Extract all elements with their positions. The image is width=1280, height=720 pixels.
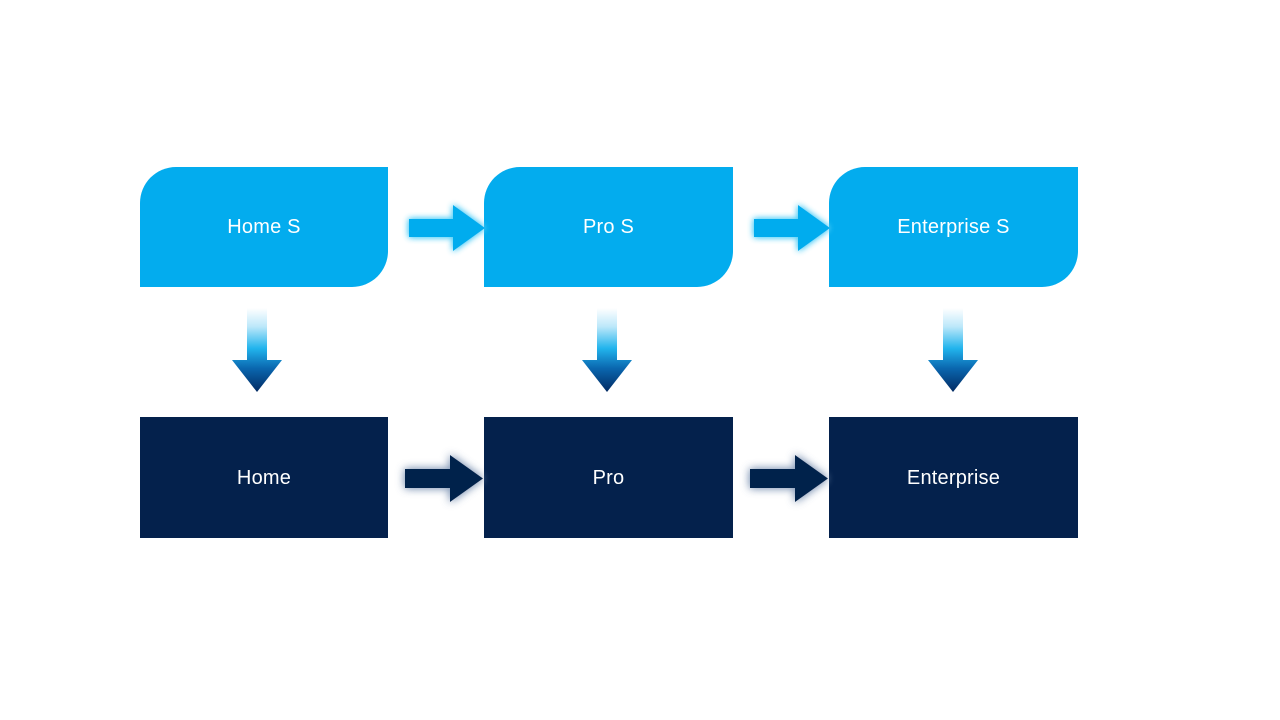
node-label-pro-s: Pro S (582, 216, 635, 238)
arrow-right-home-to-pro[interactable] (405, 455, 483, 502)
node-label-enterprise-s: Enterprise S (897, 216, 1010, 238)
node-label-enterprise: Enterprise (906, 466, 1001, 489)
arrow-right-home-s-to-pro-s[interactable] (409, 205, 485, 251)
arrow-down-home-s-to-home[interactable] (232, 308, 282, 392)
node-label-home: Home (236, 466, 292, 489)
node-label-pro: Pro (592, 466, 625, 489)
node-label-home-s: Home S (227, 216, 301, 238)
node-pro-s[interactable]: Pro S (484, 167, 733, 287)
node-pro[interactable]: Pro (484, 417, 733, 538)
arrow-down-pro-s-to-pro[interactable] (582, 308, 632, 392)
node-enterprise-s[interactable]: Enterprise S (829, 167, 1078, 287)
node-home[interactable]: Home (140, 417, 388, 538)
node-enterprise[interactable]: Enterprise (829, 417, 1078, 538)
arrow-right-pro-s-to-enterprise-s[interactable] (754, 205, 830, 251)
arrow-down-enterprise-s-to-enterprise[interactable] (928, 308, 978, 392)
arrow-right-pro-to-enterprise[interactable] (750, 455, 828, 502)
node-home-s[interactable]: Home S (140, 167, 388, 287)
